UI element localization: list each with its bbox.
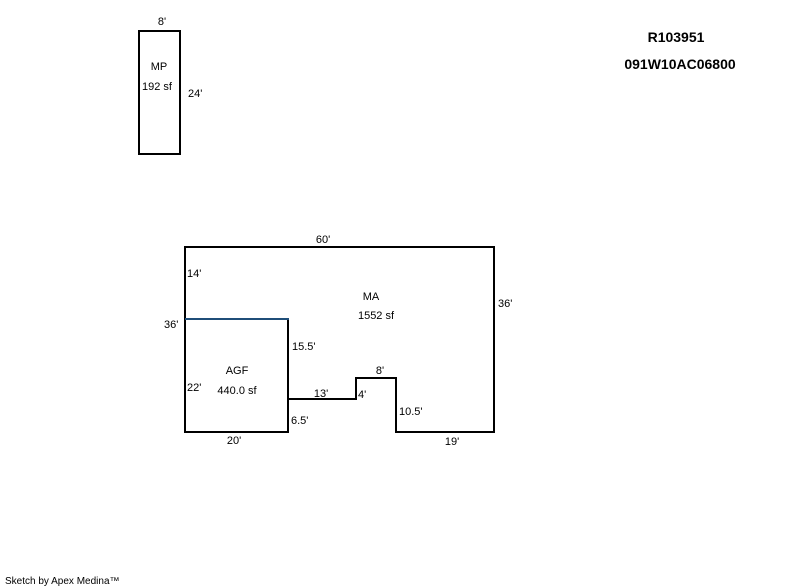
agf-area-label: 440.0 sf [217,385,257,397]
notch-rise-dim: 4' [358,389,366,401]
agf-left-dim: 22' [187,382,201,394]
ma-area-label: 1552 sf [358,310,395,322]
agf-right-upper-dim: 15.5' [292,341,316,353]
agf-right-lower-dim: 6.5' [291,415,308,427]
mp-height-label: 24' [188,88,202,100]
notch-top-dim: 8' [376,365,384,377]
mp-outline [138,30,181,155]
mp-code-label: MP [151,61,168,73]
mp-width-label: 8' [158,16,166,28]
ma-top-dim: 60' [316,234,330,246]
agf-code-label: AGF [226,365,249,377]
ma-code-label: MA [363,291,380,303]
ma-left-total-dim: 36' [164,319,178,331]
agf-bottom-dim: 20' [227,435,241,447]
notch-run-dim: 13' [314,388,328,400]
ma-left-upper-dim: 14' [187,268,201,280]
notch-drop-dim: 10.5' [399,406,423,418]
mp-area-label: 192 sf [142,81,173,93]
parcel-id: R103951 [648,29,705,45]
footer-credit: Sketch by Apex Medina™ [5,576,120,587]
bottom-right-dim: 19' [445,436,459,448]
ma-outline [184,246,495,433]
ma-right-dim: 36' [498,298,512,310]
map-number: 091W10AC06800 [624,56,736,72]
